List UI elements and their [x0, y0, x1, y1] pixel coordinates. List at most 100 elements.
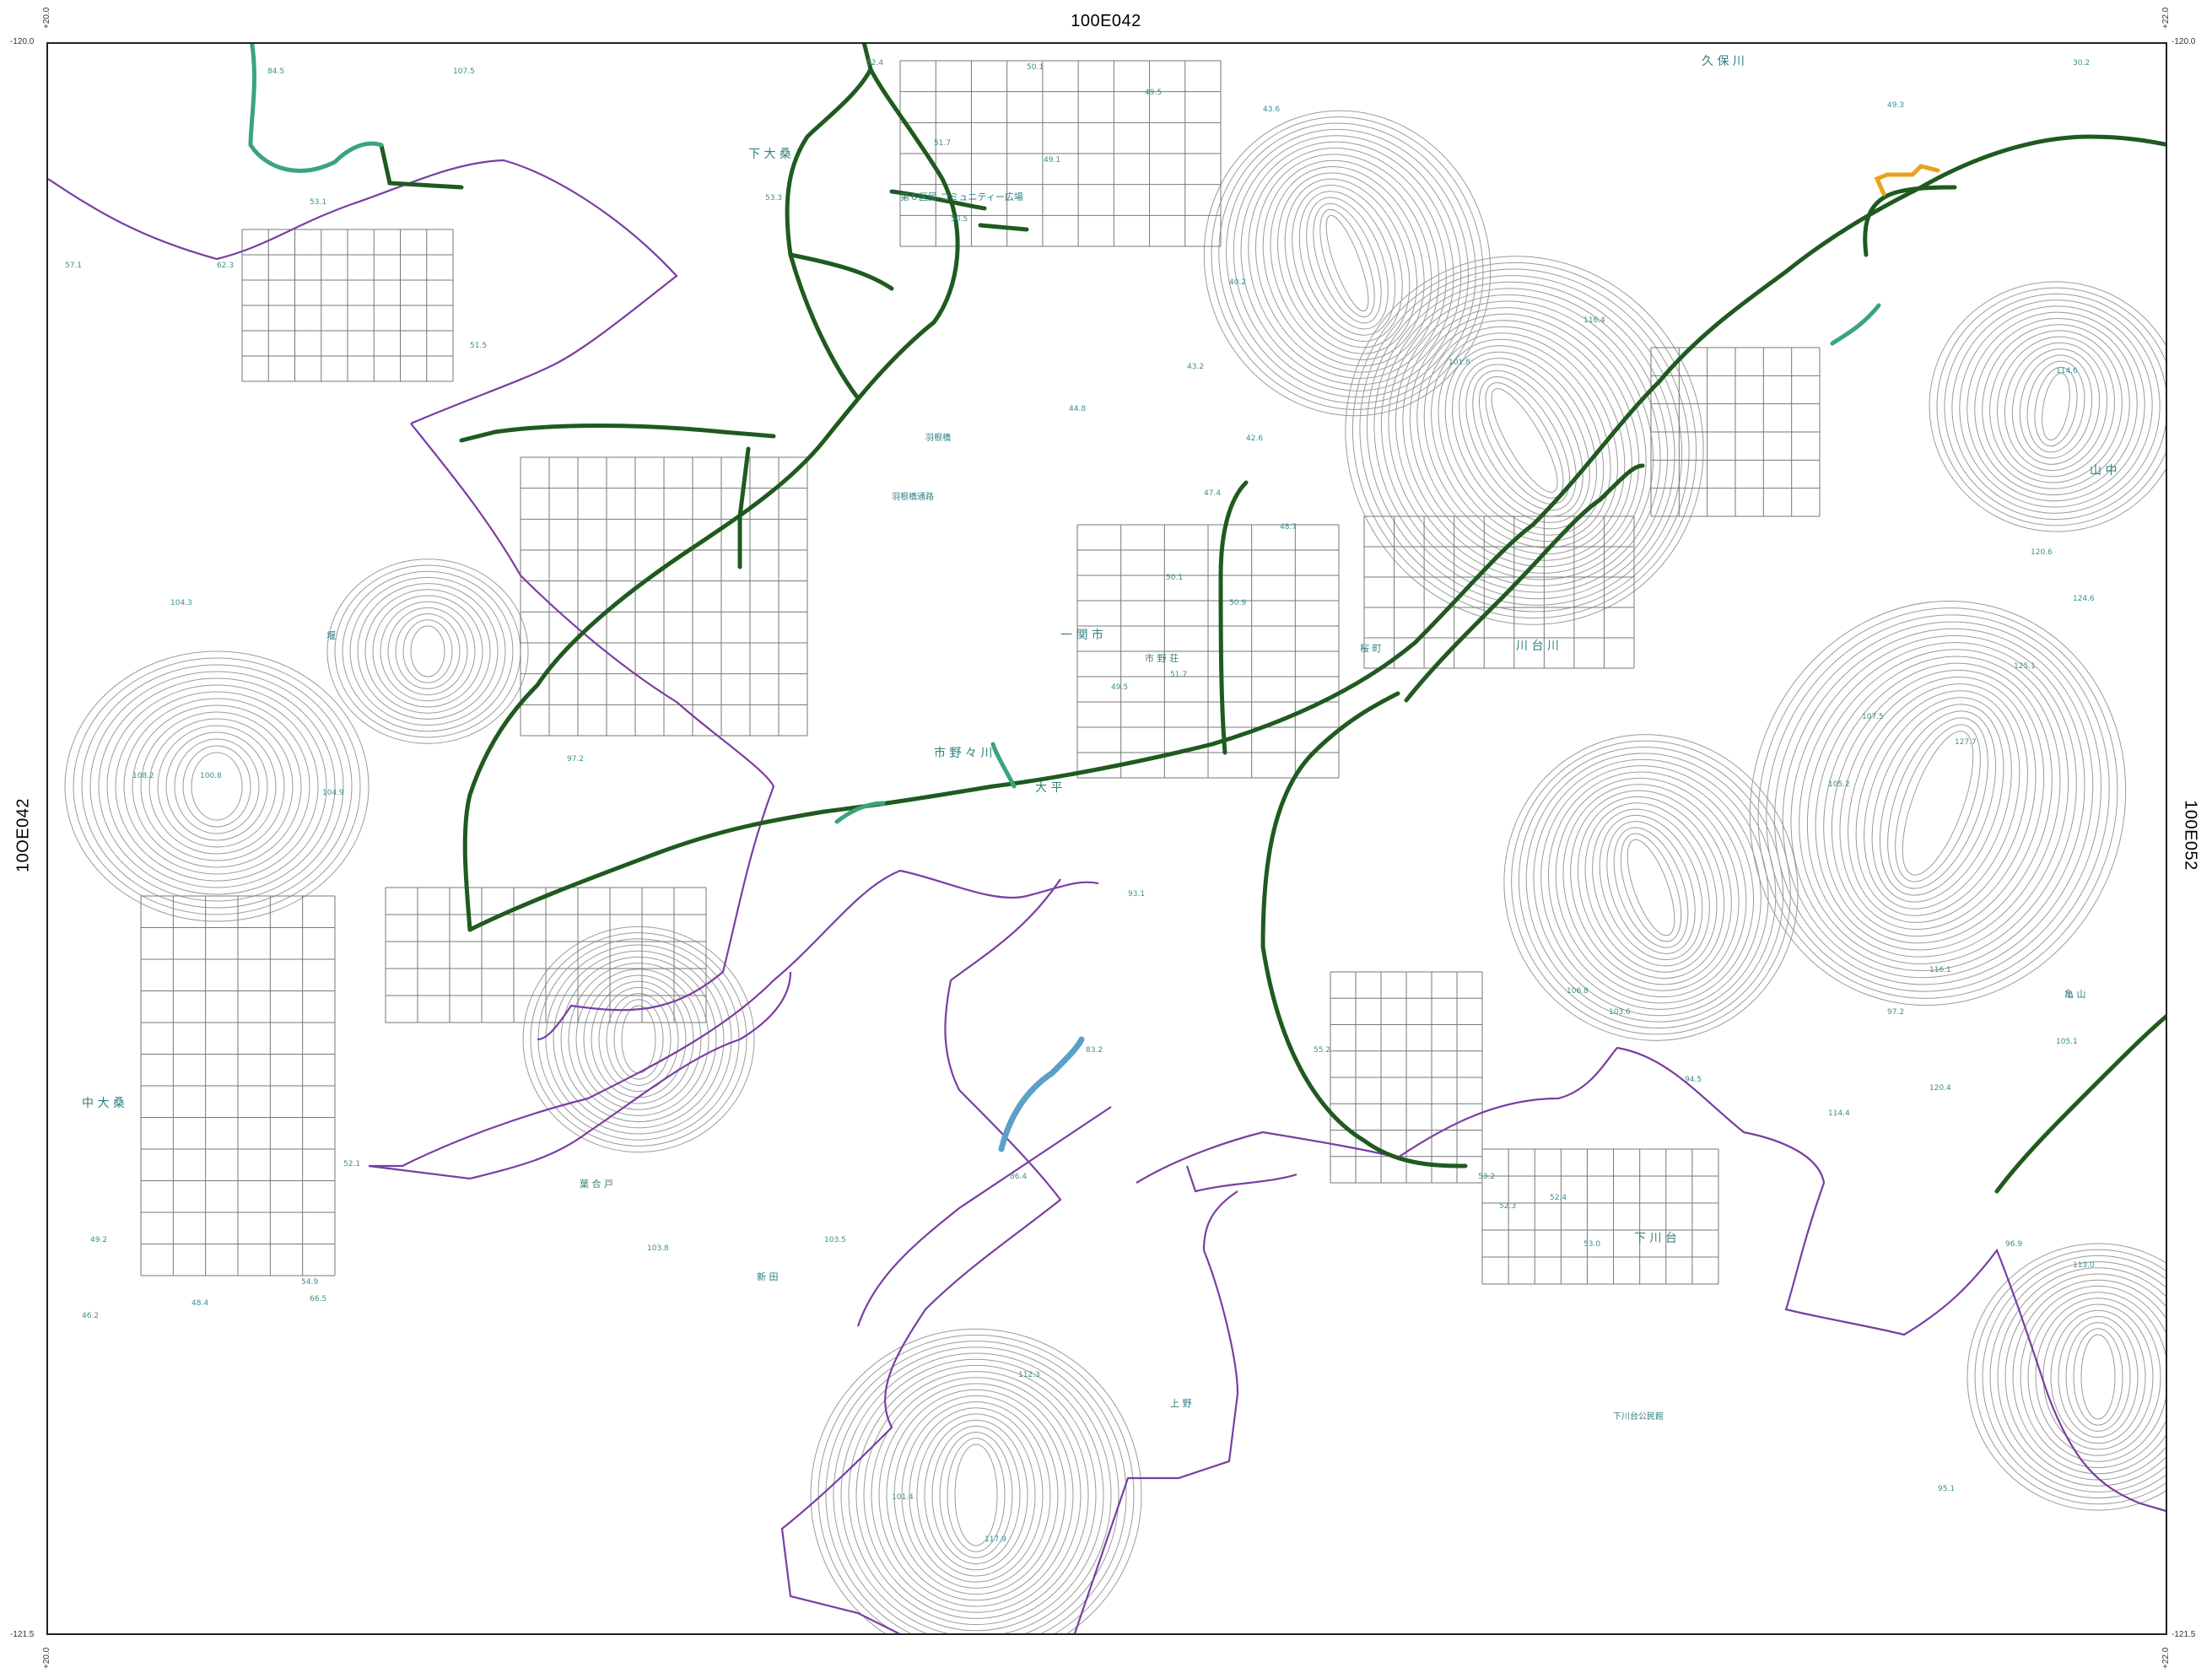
- elevation-label: 49.1: [1044, 156, 1060, 165]
- elevation-label: 86.4: [1010, 1173, 1027, 1181]
- cadastral-map[interactable]: 一 関 市 下 大 桑 第６区民 コミュニティー広場 久 保 川 川 台 川 市…: [48, 44, 2167, 1635]
- contour-line: [165, 731, 268, 841]
- place-label-shimoote: 下 大 桑: [748, 148, 791, 161]
- contour-line: [1431, 332, 1618, 548]
- contour-line: [157, 725, 277, 848]
- contour-line: [106, 684, 327, 888]
- contour-line: [598, 986, 679, 1093]
- elevation-label: 51.5: [470, 342, 487, 350]
- contour-line: [2012, 1279, 2166, 1475]
- contour-line: [1887, 717, 1988, 889]
- contour-line: [1864, 697, 2012, 909]
- contour-line: [1555, 777, 1747, 998]
- contour-line: [1359, 268, 1690, 613]
- elevation-label: 114.4: [1828, 1109, 1850, 1118]
- road-main: [467, 134, 2166, 932]
- contour-line: [1936, 287, 2166, 526]
- contour-line: [1277, 172, 1417, 354]
- contour-line: [1782, 628, 2094, 979]
- contour-line: [909, 1407, 1044, 1583]
- boundary-line: [856, 1106, 1112, 1327]
- elevation-label: 48.7: [1280, 523, 1297, 532]
- place-label-kanzou: 大 平: [1035, 781, 1062, 795]
- place-label-tokiwa: 上 野: [1170, 1398, 1192, 1409]
- contour-line: [2004, 342, 2108, 472]
- elevation-label: 50.1: [1166, 574, 1183, 582]
- road-main: [459, 424, 776, 443]
- contour-line: [1465, 364, 1583, 517]
- contour-line: [886, 1389, 1066, 1601]
- elevation-label: 30.2: [2073, 59, 2090, 67]
- contour-line: [916, 1413, 1036, 1577]
- elevation-label: 108.2: [132, 772, 154, 780]
- contour-line: [1395, 300, 1654, 580]
- contour-line: [1319, 208, 1375, 318]
- place-label-ichinoseki: 一 関 市: [1060, 628, 1103, 642]
- contour-line: [1511, 740, 1791, 1035]
- contour-line: [387, 607, 468, 696]
- contour-line: [863, 1371, 1089, 1619]
- place-label-kamiyama: 亀 山: [2064, 988, 2086, 1000]
- elevation-label: 44.8: [1069, 405, 1086, 413]
- contour-line: [2019, 354, 2093, 459]
- contour-line: [2035, 1298, 2161, 1456]
- elevation-label: 49.5: [1111, 683, 1128, 692]
- contour-line: [893, 1395, 1059, 1595]
- contour-line: [349, 576, 506, 726]
- elevation-label: 43.2: [1187, 363, 1204, 371]
- elevation-label: 51.7: [934, 139, 951, 148]
- contour-line: [1248, 148, 1447, 379]
- contour-line: [1459, 358, 1590, 523]
- sheet-left-label: 10OE042: [13, 797, 33, 873]
- parcel-lines: [140, 60, 1821, 1285]
- contour-line: [1974, 317, 2138, 496]
- road-secondary: [1830, 303, 1881, 346]
- contour-line: [855, 1364, 1097, 1626]
- contour-line: [1982, 324, 2130, 489]
- elevation-label: 47.4: [1204, 489, 1221, 498]
- contour-line: [1270, 166, 1425, 360]
- contour-line: [1627, 839, 1675, 936]
- boundary-line: [1073, 1190, 1239, 1633]
- elevation-label: 114.6: [2056, 367, 2078, 375]
- elevation-label: 94.5: [1685, 1076, 1702, 1084]
- corner-top-right-y: -120.0: [2172, 37, 2196, 46]
- road-main: [737, 446, 751, 569]
- contour-line: [954, 1444, 998, 1546]
- elevation-label: 97.2: [567, 755, 584, 764]
- elevation-label: 103.6: [1609, 1008, 1631, 1017]
- elevation-labels: 84.5 107.5 52.4 50.1 49.5 43.6 49.3 30.2…: [65, 59, 2095, 1544]
- contour-line: [1547, 771, 1755, 1004]
- place-label-bridge1: 羽根橋: [925, 432, 951, 443]
- contour-line: [2034, 366, 2078, 447]
- contour-line: [591, 980, 687, 1098]
- road-main: [462, 44, 960, 932]
- road-main: [1260, 944, 1468, 1168]
- elevation-label: 105.2: [1828, 780, 1850, 789]
- elevation-label: 116.1: [1929, 966, 1951, 974]
- elevation-label: 125.1: [2014, 662, 2036, 671]
- corner-bottom-left-y: -121.5: [10, 1630, 35, 1639]
- place-label-shrine: 下川台公民館: [1613, 1411, 1664, 1422]
- contour-line: [1790, 634, 2085, 972]
- contour-line: [98, 677, 336, 895]
- elevation-label: 55.2: [1314, 1046, 1330, 1055]
- contour-line: [1345, 256, 1704, 625]
- contour-line: [817, 1334, 1135, 1633]
- contour-line: [1218, 122, 1476, 404]
- map-frame[interactable]: 一 関 市 下 大 桑 第６区民 コミュニティー広場 久 保 川 川 台 川 市…: [46, 42, 2167, 1635]
- road-main: [978, 223, 1029, 232]
- elevation-label: 84.5: [267, 67, 284, 76]
- contour-line: [1766, 614, 2110, 992]
- contour-line: [931, 1425, 1021, 1565]
- place-label-ichinoseki-sawa: 市 野 々 川: [934, 746, 992, 760]
- contour-line: [1240, 141, 1454, 386]
- contour-line: [410, 625, 445, 677]
- contour-line: [1298, 191, 1396, 336]
- boundary-line: [780, 878, 1062, 1633]
- contour-line: [2042, 1303, 2154, 1450]
- contour-line: [1262, 159, 1432, 367]
- elevation-label: 104.3: [170, 599, 192, 607]
- elevation-label: 52.4: [866, 59, 883, 67]
- contour-line: [1325, 214, 1369, 312]
